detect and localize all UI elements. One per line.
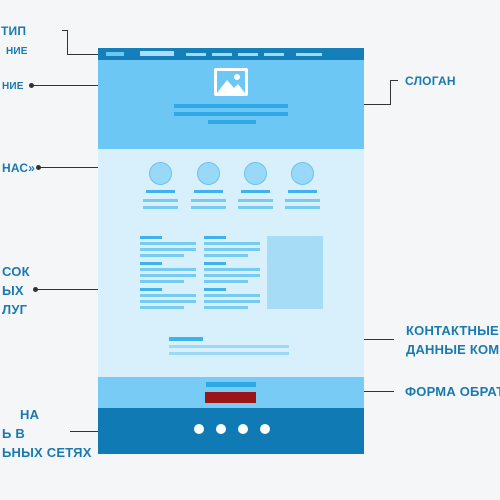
form-submit-button: [205, 392, 256, 403]
feature-text: [143, 199, 178, 202]
website-mockup: [98, 48, 364, 454]
service-text: [140, 254, 184, 257]
label-services-line3: ЛУГ: [2, 302, 28, 317]
feature-text: [191, 206, 226, 209]
feature-text: [143, 206, 178, 209]
service-text: [140, 248, 196, 251]
service-title: [140, 236, 162, 239]
service-title: [204, 288, 226, 291]
service-title: [140, 262, 162, 265]
service-title: [204, 236, 226, 239]
contacts-text: [169, 345, 289, 348]
service-text: [204, 294, 260, 297]
connector-logo: [67, 30, 68, 54]
contacts-title: [169, 337, 203, 341]
service-text: [140, 294, 196, 297]
connector-logo: [62, 30, 68, 31]
hero-section: [98, 60, 364, 149]
connector-slogan: [390, 80, 391, 104]
social-icon: [216, 424, 226, 434]
social-icon: [238, 424, 248, 434]
service-text: [140, 306, 184, 309]
label-contacts-line2: ДАННЫЕ КОМ: [406, 342, 500, 357]
feature-text: [238, 206, 273, 209]
connector-slogan: [390, 80, 398, 81]
label-form: ФОРМА ОБРАТ: [405, 384, 500, 399]
label-about: НАС»: [2, 161, 36, 175]
service-title: [140, 288, 162, 291]
feature-circle: [291, 162, 314, 185]
feature-circle: [244, 162, 267, 185]
feature-circle: [197, 162, 220, 185]
logo-placeholder: [106, 52, 124, 56]
label-hero-image: НИЕ: [2, 81, 24, 92]
nav-item: [264, 53, 284, 56]
contacts-text: [169, 352, 289, 355]
feature-text: [191, 199, 226, 202]
feature-text: [285, 199, 320, 202]
service-text: [140, 300, 196, 303]
feature-text: [285, 206, 320, 209]
label-social-line3: ЬНЫХ СЕТЯХ: [2, 445, 92, 460]
nav-item: [212, 53, 232, 56]
connector-logo: [67, 54, 122, 55]
footer-section: [98, 408, 364, 454]
nav-item: [296, 53, 322, 56]
service-text: [204, 254, 248, 257]
label-slogan: СЛОГАН: [405, 74, 456, 88]
label-social-line2: Ь В: [2, 426, 25, 441]
service-text: [140, 242, 196, 245]
label-logo-line2: НИЕ: [6, 46, 28, 57]
feedback-form-section: [98, 377, 364, 408]
nav-item: [186, 53, 206, 56]
service-text: [204, 300, 260, 303]
service-text: [140, 268, 196, 271]
slogan-line: [174, 104, 288, 108]
slogan-line: [208, 120, 256, 124]
services-image-placeholder: [267, 236, 323, 309]
service-text: [204, 306, 248, 309]
service-text: [204, 242, 260, 245]
service-title: [204, 262, 226, 265]
service-text: [204, 248, 260, 251]
social-icon: [194, 424, 204, 434]
service-text: [140, 274, 196, 277]
service-text: [204, 274, 260, 277]
feature-title: [288, 190, 317, 193]
connector-services: [35, 289, 155, 290]
about-section: [98, 149, 364, 377]
label-logo-line1: ТИП: [1, 24, 27, 38]
nav-item: [238, 53, 258, 56]
label-contacts-line1: КОНТАКТНЫЕ: [406, 323, 499, 338]
label-social-line1: НА: [20, 407, 40, 422]
feature-title: [194, 190, 223, 193]
nav-item: [140, 51, 174, 56]
form-field: [206, 382, 256, 387]
feature-title: [241, 190, 270, 193]
label-services-line2: ЫХ: [2, 283, 24, 298]
feature-text: [238, 199, 273, 202]
slogan-line: [174, 112, 288, 116]
social-icon: [260, 424, 270, 434]
service-text: [140, 280, 184, 283]
feature-title: [146, 190, 175, 193]
service-text: [204, 268, 260, 271]
image-icon: [214, 68, 248, 96]
feature-circle: [149, 162, 172, 185]
service-text: [204, 280, 248, 283]
header-bar: [98, 48, 364, 60]
label-services-line1: СОК: [2, 264, 30, 279]
